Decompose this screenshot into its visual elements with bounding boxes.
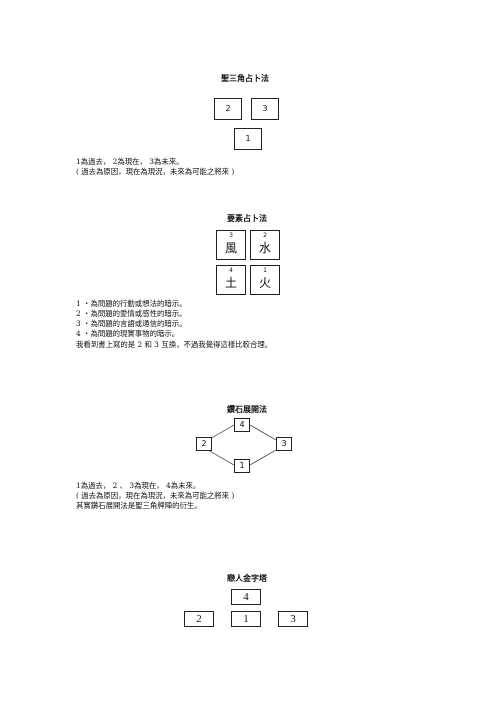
section2-line-1: 1 ‧為問題的行動或想法的暗示。	[76, 299, 187, 308]
section1-title: 聖三角占卜法	[221, 74, 269, 83]
section2-line-2: 2 ‧為問題的愛情或感性的暗示。	[76, 309, 187, 318]
card-2: 2	[214, 98, 242, 120]
card-3: 3	[276, 437, 292, 451]
card-4: 4	[234, 418, 250, 432]
section3-note: 其實鑽石展開法是聖三角牌陣的衍生。	[76, 501, 202, 510]
section2-line-4: 4 ‧為問題的現實事物的暗示。	[76, 329, 180, 338]
card-1: 1	[231, 611, 261, 627]
card-4: 4	[231, 589, 261, 605]
card-wind: 3 風	[216, 230, 246, 260]
card-3: 3	[251, 98, 279, 120]
section2-title: 要素占卜法	[227, 214, 267, 223]
section4-title: 戀人金字塔	[227, 574, 267, 583]
card-number: 4	[229, 267, 233, 274]
section3-line-1: 1為過去， 2 、 3為現在， 4為未來。	[76, 481, 201, 490]
section2-line-3: 3 ‧為問題的言語或通信的暗示。	[76, 319, 187, 328]
card-3: 3	[278, 611, 308, 627]
section1-line-2: ( 過去為原因，現在為現況，未來為可能之將來 )	[76, 167, 235, 176]
card-number: 2	[263, 232, 267, 239]
card-element: 土	[224, 276, 237, 290]
section1-line-1: 1為過去， 2為現在， 3為未來。	[76, 157, 184, 166]
card-2: 2	[196, 437, 212, 451]
card-fire: 1 火	[250, 265, 280, 295]
section2-note: 我看到書上寫的是 2 和 3 互換，不過我覺得這樣比較合理。	[76, 340, 273, 349]
card-2: 2	[184, 611, 214, 627]
card-1: 1	[234, 128, 262, 150]
card-element: 風	[224, 241, 237, 255]
card-water: 2 水	[250, 230, 280, 260]
card-number: 1	[263, 267, 267, 274]
card-1: 1	[234, 459, 250, 473]
section3-title: 鑽石展開法	[227, 405, 267, 414]
card-number: 3	[229, 232, 233, 239]
card-element: 火	[258, 276, 271, 290]
card-element: 水	[258, 241, 271, 255]
section3-line-2: ( 過去為原因，現在為現況，未來為可能之將來 )	[76, 491, 235, 500]
card-earth: 4 土	[216, 265, 246, 295]
